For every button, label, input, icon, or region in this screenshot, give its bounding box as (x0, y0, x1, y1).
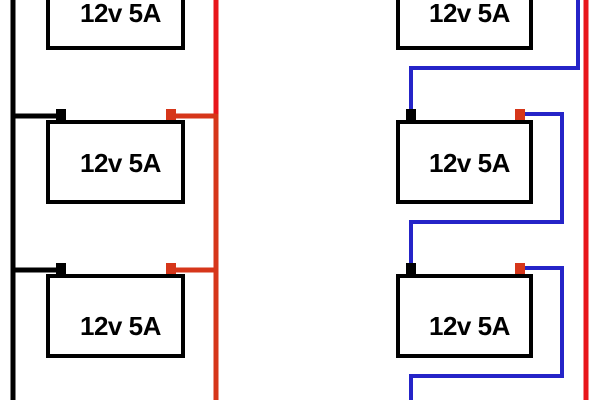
battery-label: 12v 5A (80, 148, 162, 178)
battery-body (396, 274, 533, 358)
battery-6: 12v 5A (396, 263, 533, 358)
battery-label: 12v 5A (80, 311, 162, 341)
series-link-wire (409, 266, 564, 400)
battery-body (396, 0, 533, 50)
battery-3: 12v 5A (13, 263, 216, 358)
battery-label: 12v 5A (80, 0, 162, 28)
series-link-wire (409, 62, 580, 114)
battery-4: 12v 5A (396, 0, 533, 50)
battery-body (396, 120, 533, 204)
negative-terminal (56, 263, 66, 275)
battery-label: 12v 5A (429, 0, 511, 28)
positive-terminal (166, 109, 176, 121)
positive-terminal (166, 263, 176, 275)
right-series-group: 12v 5A 12v 5A 12v 5A (396, 0, 589, 400)
negative-terminal (406, 263, 416, 275)
left-parallel-group: 12v 5A 12v 5A 12v 5A (10, 0, 219, 400)
battery-label: 12v 5A (429, 311, 511, 341)
positive-terminal (515, 263, 525, 275)
battery-5: 12v 5A (396, 109, 533, 204)
negative-terminal (56, 109, 66, 121)
battery-body (46, 0, 185, 50)
battery-body (46, 120, 185, 204)
series-link-wire (409, 112, 564, 268)
battery-label: 12v 5A (429, 148, 511, 178)
battery-1: 12v 5A (46, 0, 185, 50)
battery-2: 12v 5A (13, 109, 216, 204)
battery-body (46, 274, 185, 358)
negative-terminal (406, 109, 416, 121)
positive-terminal (515, 109, 525, 121)
